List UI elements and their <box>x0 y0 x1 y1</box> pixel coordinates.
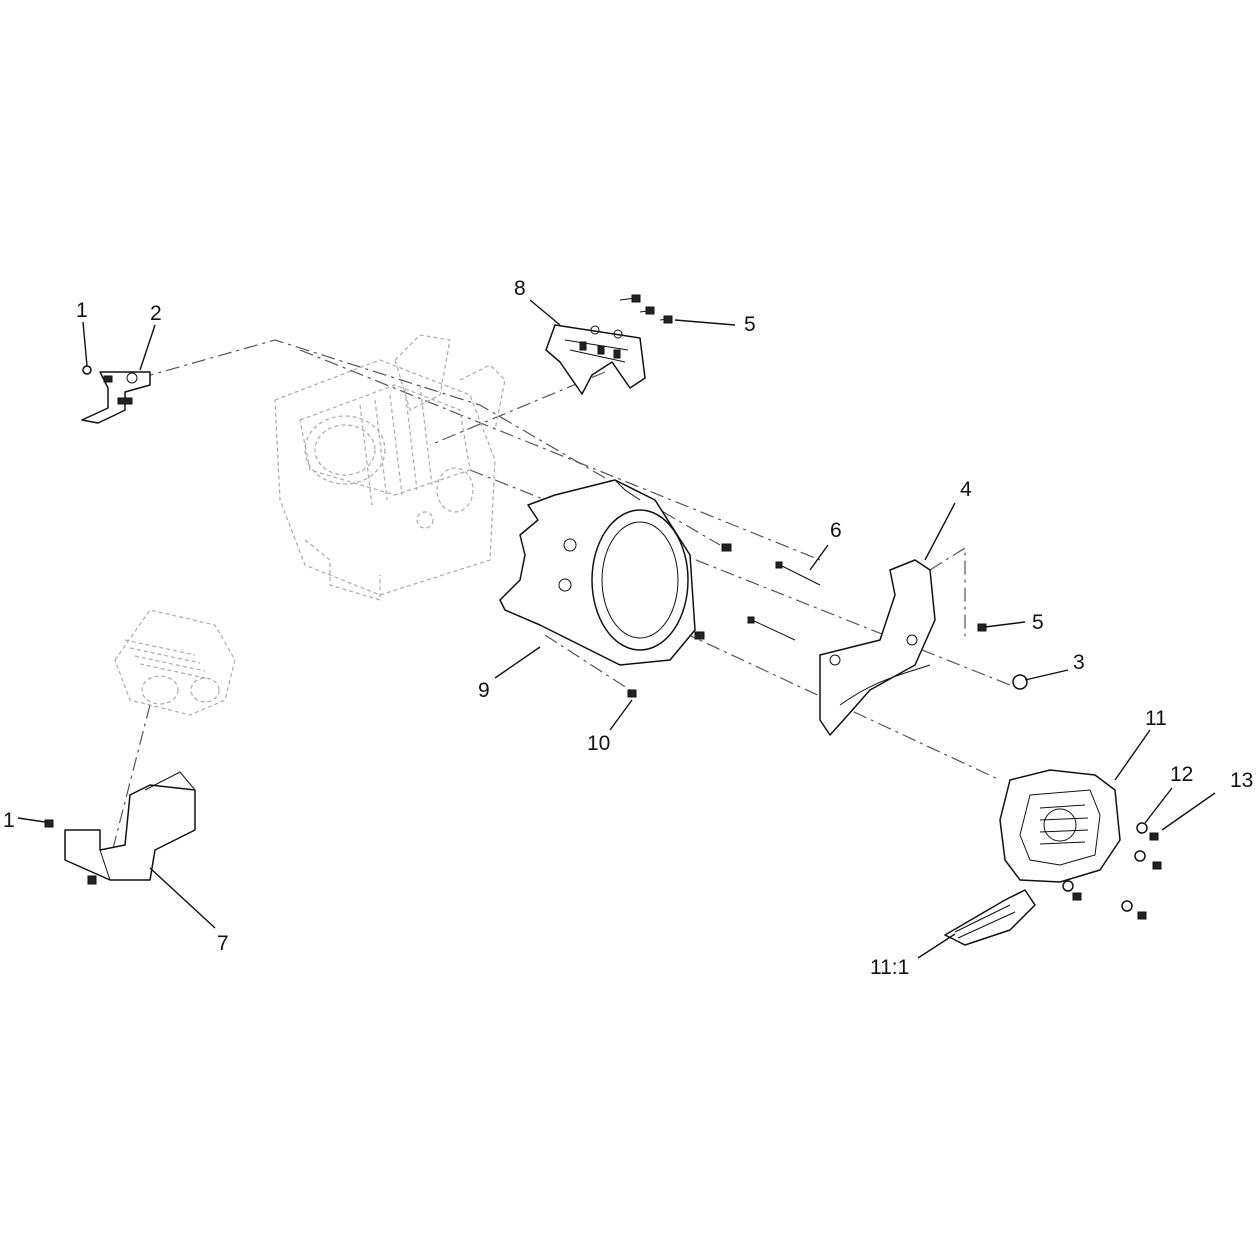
studs-part-6 <box>747 561 821 641</box>
engine-block <box>274 334 506 601</box>
callout-11: 11 <box>1145 707 1167 730</box>
shroud-bracket-part-8 <box>545 324 646 395</box>
callout-4: 4 <box>960 478 972 501</box>
cylinder-head <box>114 609 236 716</box>
callout-5-top: 5 <box>744 313 756 336</box>
callout-3: 3 <box>1073 651 1085 674</box>
callout-1-top: 1 <box>76 299 88 322</box>
recoil-starter-part-11 <box>999 769 1121 883</box>
callout-12: 12 <box>1170 763 1193 786</box>
starter-handle-part-11-1 <box>944 889 1036 946</box>
side-shroud-part-4 <box>819 559 936 736</box>
callout-7: 7 <box>217 932 229 955</box>
callout-2: 2 <box>150 302 162 325</box>
leader-lines <box>17 299 1216 959</box>
bolts-part-5-upper <box>619 294 673 324</box>
callout-11-1: 11:1 <box>870 956 909 979</box>
callout-1-left: 1 <box>3 809 15 832</box>
callout-labels: 1 2 8 5 4 6 5 3 9 10 11 12 13 1 7 11:1 <box>3 277 1253 979</box>
blower-housing-part-9 <box>499 479 696 666</box>
callout-5-right: 5 <box>1032 611 1044 634</box>
bracket-part-2 <box>81 365 151 424</box>
fasteners <box>44 543 1028 885</box>
callout-10: 10 <box>587 732 610 755</box>
callout-6: 6 <box>830 519 842 542</box>
callout-9: 9 <box>478 679 490 702</box>
callout-8: 8 <box>514 277 526 300</box>
head-shroud-part-7 <box>64 771 196 881</box>
washers-nuts-part-12-13 <box>1062 822 1162 920</box>
callout-13: 13 <box>1230 769 1253 792</box>
